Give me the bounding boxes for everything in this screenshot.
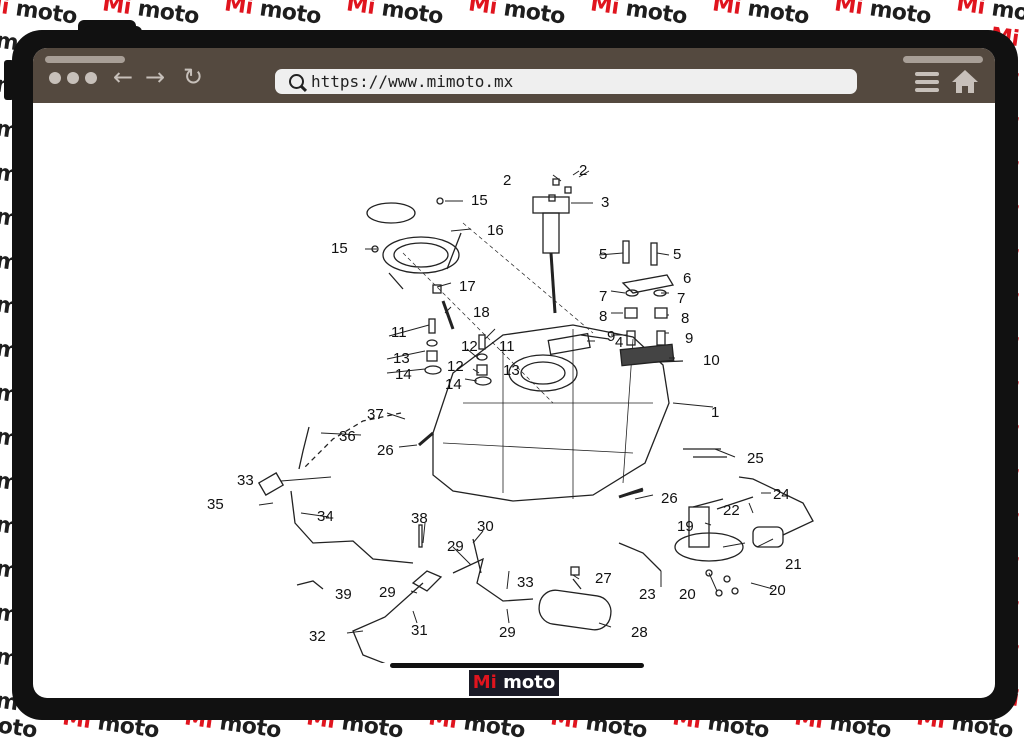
callout-p4: 4 (615, 334, 623, 351)
callout-p25: 25 (747, 450, 764, 467)
callout-p9a: 9 (607, 328, 615, 345)
hose-36 (298, 426, 310, 470)
mimoto-logo: Mi moto (469, 670, 559, 696)
watermark-text: Mi moto (466, 0, 567, 30)
callout-p14a: 14 (395, 366, 412, 383)
watermark-text: Mi moto (0, 0, 79, 30)
callout-p15b: 15 (331, 240, 348, 257)
callout-p2a: 2 (503, 172, 511, 189)
watermark-text: Mi moto (710, 0, 811, 30)
callout-p22: 22 (723, 502, 740, 519)
callout-p29a: 29 (447, 538, 464, 555)
home-icon[interactable] (951, 68, 979, 94)
callout-p27: 27 (595, 570, 612, 587)
callout-p15a: 15 (471, 192, 488, 209)
callout-p30: 30 (477, 518, 494, 535)
callout-p13b: 13 (503, 362, 520, 379)
window-dot-icon[interactable] (49, 72, 61, 84)
toolbar-tab-line-right (903, 56, 983, 63)
callout-p5b: 5 (673, 246, 681, 263)
callout-p33b: 33 (517, 574, 534, 591)
callout-p13a: 13 (393, 350, 410, 367)
url-text: https://www.mimoto.mx (311, 72, 514, 91)
callout-p32: 32 (309, 628, 326, 645)
watermark-text: Mi moto (222, 0, 323, 30)
callout-p36: 36 (339, 428, 356, 445)
callout-p11a: 11 (391, 324, 407, 341)
callout-p7a: 7 (599, 288, 607, 305)
callout-p17: 17 (459, 278, 476, 295)
watermark-text: Mi moto (832, 0, 933, 30)
callout-p29b: 29 (379, 584, 396, 601)
callout-p31: 31 (411, 622, 428, 639)
search-icon (289, 74, 304, 89)
callout-p8a: 8 (599, 308, 607, 325)
callout-p7b: 7 (677, 290, 685, 307)
callout-p1: 1 (711, 404, 719, 421)
watermark-text: Mi moto (588, 0, 689, 30)
callout-p29d: 29 (499, 624, 516, 641)
window-dot-icon[interactable] (67, 72, 79, 84)
logo-red-text: Mi (472, 672, 497, 693)
charcoal-canister (538, 589, 612, 631)
watermark-text: Mi moto (954, 0, 1024, 30)
callout-p12b: 12 (447, 358, 464, 375)
callout-p39: 39 (335, 586, 352, 603)
hose-34 (290, 490, 414, 564)
callout-p16: 16 (487, 222, 504, 239)
callout-leader-lines (258, 170, 774, 634)
callout-p6: 6 (683, 270, 691, 287)
callout-p34: 34 (317, 508, 334, 525)
callout-p3: 3 (601, 194, 609, 211)
callout-p2b: 2 (579, 162, 587, 179)
callout-p35: 35 (207, 496, 224, 513)
fuel-tank (432, 324, 670, 502)
forward-arrow-icon[interactable]: → (145, 63, 166, 91)
callout-p37: 37 (367, 406, 384, 423)
home-indicator[interactable] (390, 663, 644, 668)
watermark-text: Mi moto (344, 0, 445, 30)
callout-p11b: 11 (499, 338, 515, 355)
address-bar[interactable]: https://www.mimoto.mx (275, 69, 857, 94)
callout-p18: 18 (473, 304, 490, 321)
callout-p14b: 14 (445, 376, 462, 393)
back-arrow-icon[interactable]: ← (113, 63, 134, 91)
reload-icon[interactable]: ↻ (183, 63, 204, 91)
callout-p26a: 26 (377, 442, 394, 459)
callout-p19: 19 (677, 518, 694, 535)
callout-p10: 10 (703, 352, 720, 369)
callout-p23: 23 (639, 586, 656, 603)
callout-p26b: 26 (661, 490, 678, 507)
frame-side-button (4, 60, 14, 100)
callout-p28: 28 (631, 624, 648, 641)
callout-p5a: 5 (599, 246, 607, 263)
window-dot-icon[interactable] (85, 72, 97, 84)
callout-p38: 38 (411, 510, 428, 527)
toolbar-tab-line-left (45, 56, 125, 63)
menu-icon[interactable] (915, 72, 939, 92)
logo-white-text: moto (496, 672, 556, 693)
callout-p9b: 9 (685, 330, 693, 347)
fuel-cap (366, 202, 416, 224)
filler-ring (382, 236, 460, 274)
callout-p20a: 20 (679, 586, 696, 603)
callout-p8b: 8 (681, 310, 689, 327)
callout-p20b: 20 (769, 582, 786, 599)
browser-toolbar: ← → ↻ https://www.mimoto.mx (33, 48, 995, 103)
browser-window: ← → ↻ https://www.mimoto.mx (33, 48, 995, 698)
callout-p24: 24 (773, 486, 790, 503)
callout-p21: 21 (785, 556, 802, 573)
callout-p12a: 12 (461, 338, 478, 355)
callout-p33a: 33 (237, 472, 254, 489)
